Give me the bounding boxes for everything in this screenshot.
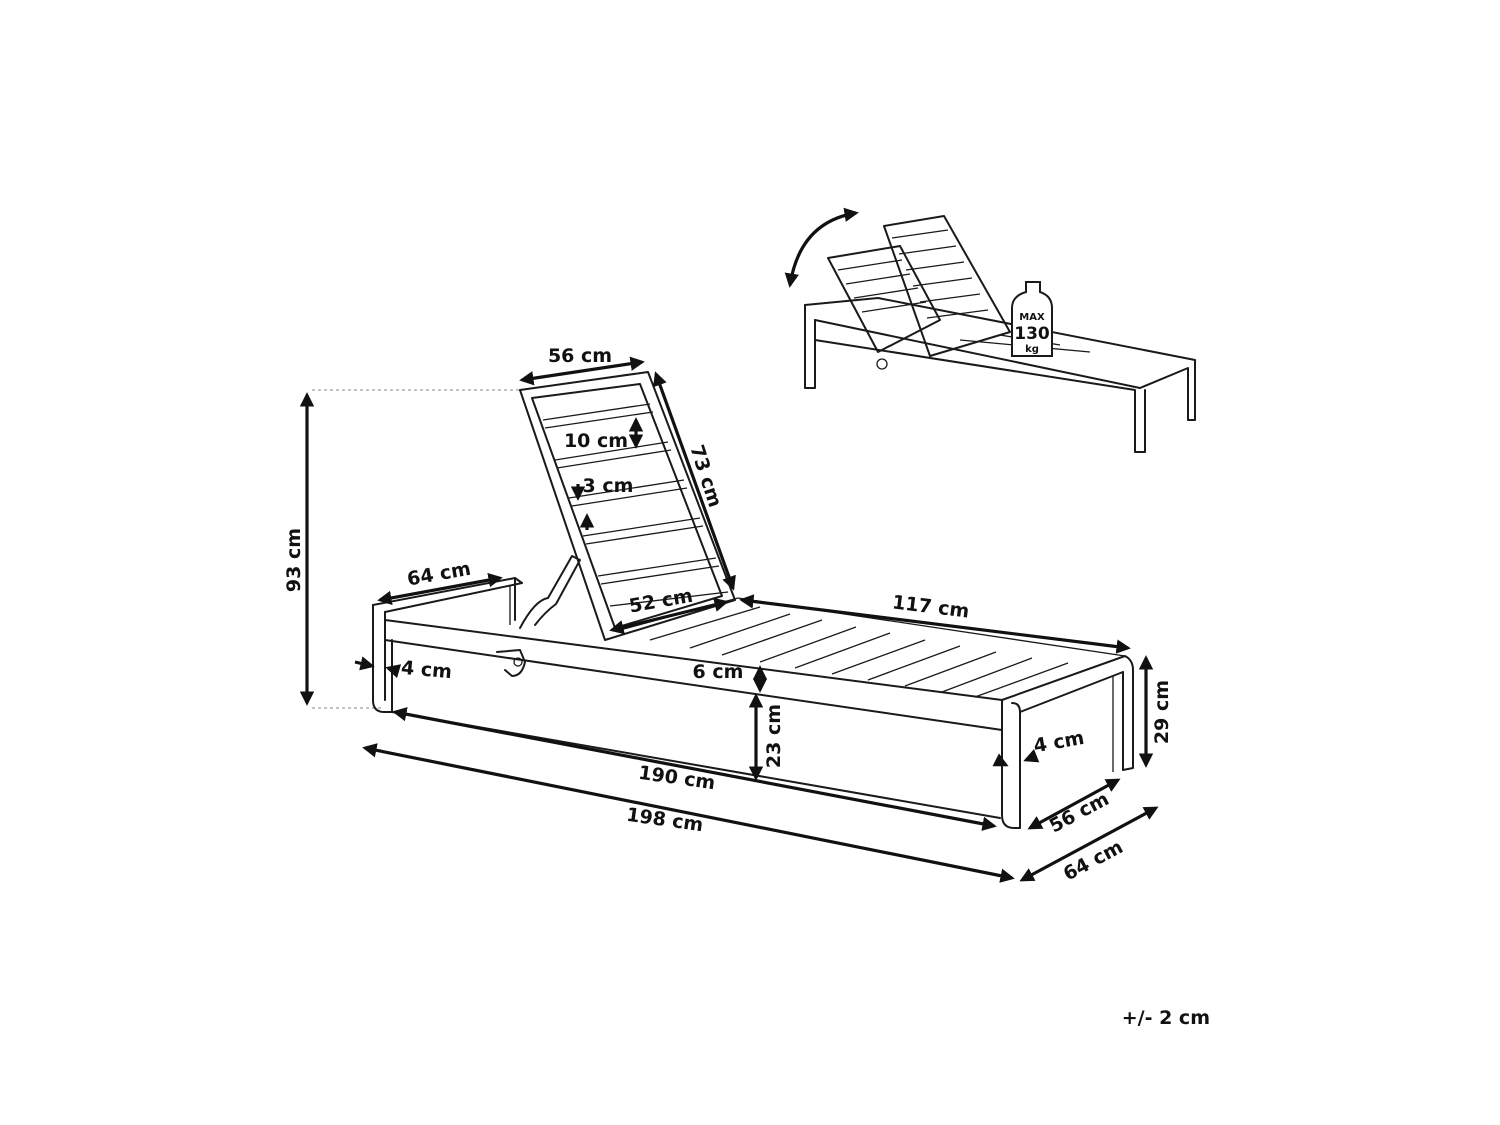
label-slat-gap: 3 cm	[583, 475, 634, 497]
main-lounger-drawing	[312, 371, 1134, 829]
label-backrest-width: 56 cm	[548, 345, 612, 367]
max-load-unit: kg	[1025, 344, 1039, 355]
tolerance-note: +/- 2 cm	[1122, 1007, 1210, 1029]
weight-icon: MAX 130 kg	[1011, 281, 1053, 357]
label-slat-height: 10 cm	[564, 430, 628, 452]
label-frame-thickness: 6 cm	[693, 661, 744, 683]
max-load-value: 130	[1014, 324, 1050, 344]
label-total-height: 93 cm	[283, 528, 305, 592]
label-inner-width: 56 cm	[1046, 788, 1113, 838]
dimension-labels: 93 cm 56 cm 10 cm 3 cm 73 cm 64 cm 52 cm…	[283, 345, 1173, 885]
rotate-arrow-icon	[784, 207, 859, 288]
label-frame-width-back: 4 cm	[1032, 727, 1086, 758]
reclining-view-drawing: MAX 130 kg	[784, 207, 1196, 453]
label-total-length: 198 cm	[625, 804, 705, 837]
dimension-lines	[299, 356, 1159, 883]
label-seat-height: 23 cm	[763, 704, 785, 768]
label-frame-width-front: 4 cm	[400, 657, 453, 683]
max-load-label: MAX	[1019, 312, 1045, 323]
label-leg-height: 29 cm	[1151, 680, 1173, 744]
label-seat-length: 117 cm	[891, 591, 970, 622]
